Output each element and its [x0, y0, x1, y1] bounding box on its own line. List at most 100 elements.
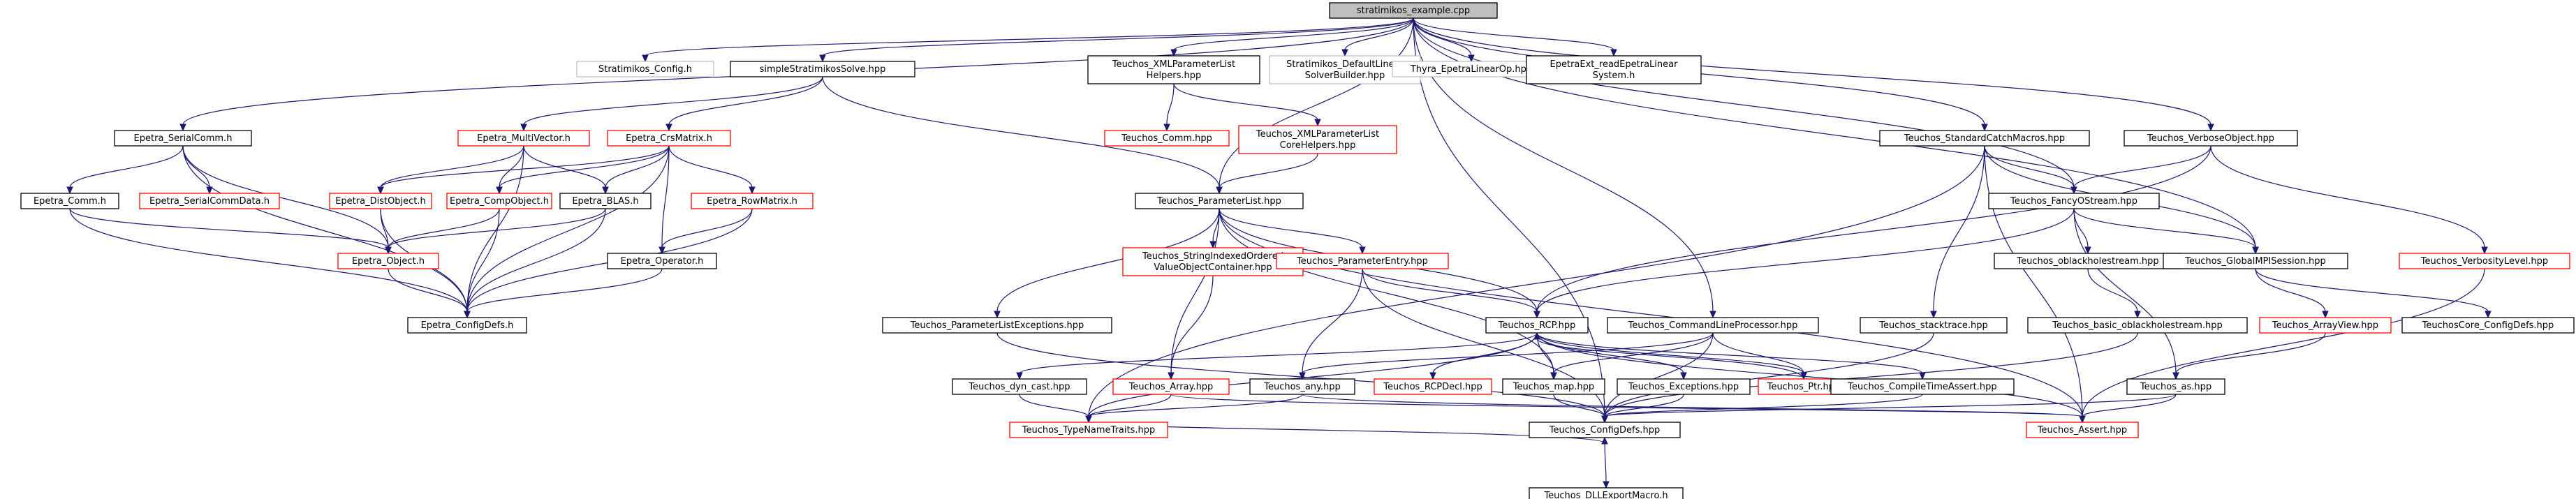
edge-root-to-default_lin — [1341, 17, 1414, 57]
node-compobj[interactable]: Epetra_CompObject.h — [446, 193, 552, 209]
node-operator[interactable]: Epetra_Operator.h — [607, 253, 717, 269]
edge-rowmatrix-to-operator — [658, 208, 753, 255]
node-label: Teuchos_TypeNameTraits.hpp — [1022, 425, 1156, 435]
node-label: Teuchos_DLLExportMacro.h — [1543, 491, 1668, 499]
node-dyncast[interactable]: Teuchos_dyn_cast.hpp — [952, 378, 1087, 395]
node-stdcatch[interactable]: Teuchos_StandardCatchMacros.hpp — [1879, 130, 2090, 147]
edge-rcp-to-dyncast — [1016, 332, 1538, 380]
edge-cmdline-to-map — [1550, 332, 1714, 380]
edge-stdcatch-to-fancy — [1984, 145, 2077, 195]
node-multivec[interactable]: Epetra_MultiVector.h — [457, 130, 590, 147]
node-label: Teuchos_StandardCatchMacros.hpp — [1904, 133, 2065, 144]
node-ptr[interactable]: Teuchos_Ptr.hpp — [1758, 378, 1850, 395]
node-label: Teuchos_VerboseObject.hpp — [2147, 133, 2274, 144]
edge-arrayview-to-as — [2172, 332, 2326, 380]
edge-fancy-to-globalmpi — [2073, 208, 2259, 255]
node-label: Teuchos_XMLParameterList — [1112, 59, 1235, 70]
edge-verbobj-to-rcp — [1533, 145, 2211, 319]
edge-compobj-to-eobject — [385, 208, 500, 255]
node-label: SolverBuilder.hpp — [1305, 70, 1385, 81]
node-as[interactable]: Teuchos_as.hpp — [2126, 378, 2225, 395]
node-label: Teuchos_CompileTimeAssert.hpp — [1847, 382, 1996, 392]
edge-verbobj-to-fancy — [2070, 145, 2211, 195]
edge-basicblack-to-tconfig — [1601, 332, 2138, 424]
node-serialdata[interactable]: Epetra_SerialCommData.h — [139, 193, 280, 209]
edge-strindexed-to-array — [1168, 275, 1214, 380]
node-serialcomm[interactable]: Epetra_SerialComm.h — [114, 130, 252, 147]
edge-blas-to-econfig — [464, 208, 606, 319]
node-label: Epetra_SerialComm.h — [134, 133, 233, 144]
edge-root-to-strat_config — [642, 17, 1414, 63]
node-eobject[interactable]: Epetra_Object.h — [337, 253, 439, 269]
node-label: Teuchos_StringIndexedOrdered — [1142, 251, 1283, 262]
node-arrayview[interactable]: Teuchos_ArrayView.hpp — [2259, 317, 2392, 334]
edge-plist-to-map — [1219, 208, 1557, 380]
edge-multivec-to-econfig — [464, 145, 524, 319]
edge-any-to-typename — [1085, 394, 1303, 424]
node-strindexed[interactable]: Teuchos_StringIndexedOrderedValueObjectC… — [1122, 247, 1304, 276]
node-basicblack[interactable]: Teuchos_basic_oblackholestream.hpp — [2027, 317, 2248, 334]
edge-verblevel-to-assert — [2079, 268, 2485, 424]
node-ecomm[interactable]: Epetra_Comm.h — [20, 193, 119, 209]
node-rowmatrix[interactable]: Epetra_RowMatrix.h — [691, 193, 814, 209]
edge-root-to-verbobj — [1413, 17, 2214, 132]
node-any[interactable]: Teuchos_any.hpp — [1249, 378, 1355, 395]
node-label: Teuchos_basic_oblackholestream.hpp — [2052, 320, 2223, 331]
node-rcp[interactable]: Teuchos_RCP.hpp — [1485, 317, 1589, 334]
node-globalmpi[interactable]: Teuchos_GlobalMPISession.hpp — [2163, 253, 2348, 269]
edge-pentry-to-rcp — [1362, 268, 1540, 319]
edge-operator-to-econfig — [464, 268, 663, 319]
node-label: TeuchosCore_ConfigDefs.hpp — [2422, 320, 2554, 331]
node-dll[interactable]: Teuchos_DLLExportMacro.h — [1529, 487, 1684, 499]
edge-distobj-to-eobject — [380, 208, 392, 255]
edge-plist-to-array — [1168, 208, 1220, 380]
node-oblack[interactable]: Teuchos_oblackholestream.hpp — [1994, 253, 2182, 269]
node-verbobj[interactable]: Teuchos_VerboseObject.hpp — [2124, 130, 2298, 147]
edge-globalmpi-to-tcconfig — [2255, 268, 2492, 319]
node-assert[interactable]: Teuchos_Assert.hpp — [2026, 422, 2139, 438]
node-tcconfig[interactable]: TeuchosCore_ConfigDefs.hpp — [2401, 317, 2575, 334]
node-tconfig[interactable]: Teuchos_ConfigDefs.hpp — [1529, 422, 1681, 438]
node-typename[interactable]: Teuchos_TypeNameTraits.hpp — [1009, 422, 1168, 438]
node-label: Epetra_Operator.h — [621, 256, 704, 267]
node-blas[interactable]: Epetra_BLAS.h — [559, 193, 652, 209]
node-plexc[interactable]: Teuchos_ParameterListExceptions.hpp — [882, 317, 1112, 334]
node-exceptions[interactable]: Teuchos_Exceptions.hpp — [1617, 378, 1751, 395]
node-tcomm[interactable]: Teuchos_Comm.hpp — [1104, 130, 1230, 147]
node-array[interactable]: Teuchos_Array.hpp — [1112, 378, 1230, 395]
node-cmdline[interactable]: Teuchos_CommandLineProcessor.hpp — [1607, 317, 1819, 334]
node-pentry[interactable]: Teuchos_ParameterEntry.hpp — [1276, 253, 1449, 269]
node-simple[interactable]: simpleStratimikosSolve.hpp — [730, 61, 915, 77]
node-map[interactable]: Teuchos_map.hpp — [1502, 378, 1605, 395]
edge-map-to-tconfig — [1553, 394, 1608, 424]
node-fancy[interactable]: Teuchos_FancyOStream.hpp — [1988, 193, 2160, 209]
node-rcpdecl[interactable]: Teuchos_RCPDecl.hpp — [1374, 378, 1492, 395]
edge-crsmatrix-to-blas — [602, 145, 670, 195]
node-root[interactable]: stratimikos_example.cpp — [1329, 2, 1498, 19]
edge-dyncast-to-typename — [1019, 394, 1092, 424]
node-crsmatrix[interactable]: Epetra_CrsMatrix.h — [607, 130, 731, 147]
node-label: Epetra_MultiVector.h — [477, 133, 571, 144]
edge-oblack-to-basicblack — [2087, 268, 2141, 319]
node-label: Teuchos_RCP.hpp — [1498, 320, 1576, 331]
edge-rcp-to-compiletime — [1536, 332, 1926, 380]
node-stacktrace[interactable]: Teuchos_stacktrace.hpp — [1860, 317, 2008, 334]
node-verblevel[interactable]: Teuchos_VerbosityLevel.hpp — [2399, 253, 2570, 269]
node-plist[interactable]: Teuchos_ParameterList.hpp — [1135, 193, 1304, 209]
node-label: simpleStratimikosSolve.hpp — [760, 64, 886, 75]
edge-serialcomm-to-ecomm — [66, 145, 184, 195]
node-label: Epetra_BLAS.h — [572, 196, 638, 207]
edge-rcp-to-rcpdecl — [1429, 332, 1538, 380]
node-econfig[interactable]: Epetra_ConfigDefs.h — [407, 317, 527, 334]
node-label: Teuchos_RCPDecl.hpp — [1383, 382, 1482, 392]
node-label: Stratimikos_DefaultLinear — [1286, 59, 1404, 70]
node-compiletime[interactable]: Teuchos_CompileTimeAssert.hpp — [1830, 378, 2015, 395]
node-distobj[interactable]: Epetra_DistObject.h — [329, 193, 432, 209]
node-label: Teuchos_map.hpp — [1513, 382, 1594, 392]
node-label: Teuchos_XMLParameterList — [1256, 129, 1379, 140]
node-label: Teuchos_FancyOStream.hpp — [2010, 196, 2137, 207]
